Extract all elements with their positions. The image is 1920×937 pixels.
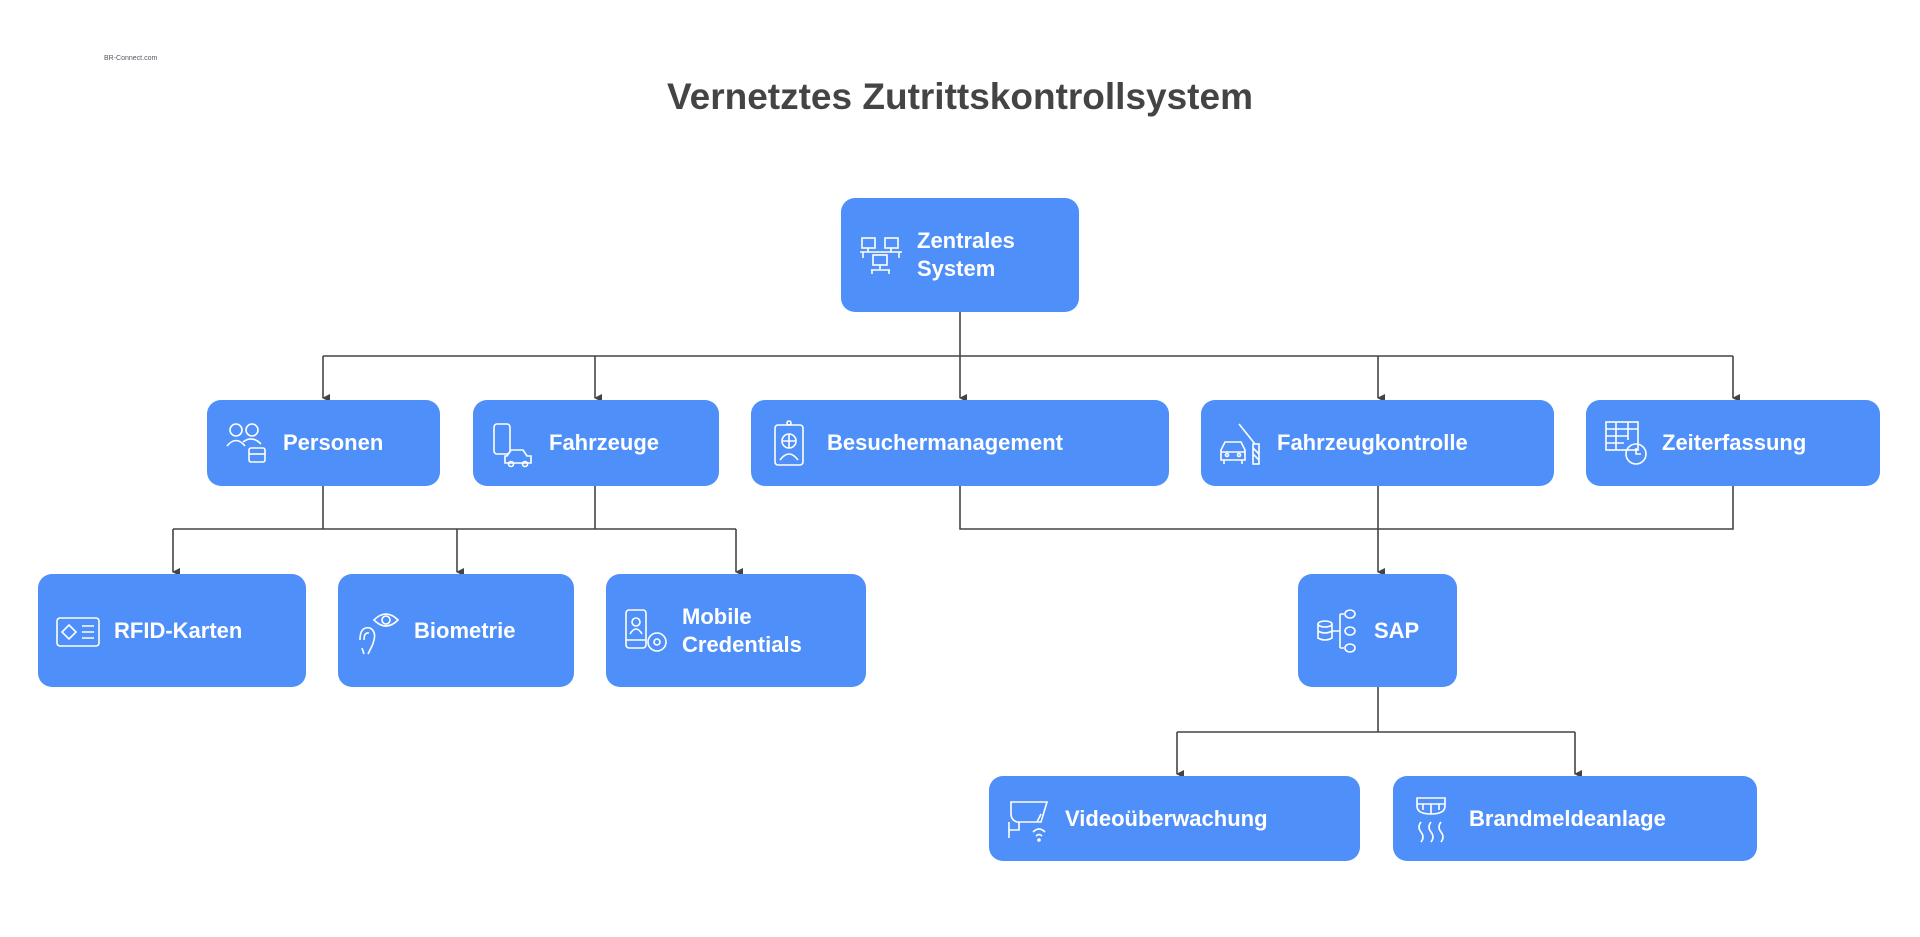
connector-sap-bus: [959, 486, 1734, 530]
phone-car-icon: [491, 418, 535, 468]
node-label: Biometrie: [414, 617, 516, 643]
camera-wifi-icon: [1007, 794, 1051, 844]
node-fahrzeugkontrolle[interactable]: Fahrzeugkontrolle: [1201, 400, 1554, 486]
node-personen[interactable]: Personen: [207, 400, 440, 486]
table-clock-icon: [1604, 418, 1648, 468]
node-label: Zentrales System: [917, 228, 1015, 281]
database-icon: [1316, 606, 1360, 656]
eye-fingerprint-icon: [356, 606, 400, 656]
node-label: RFID-Karten: [114, 617, 243, 643]
connector-zentral-bus: [323, 312, 1733, 357]
node-label: Fahrzeuge: [549, 430, 660, 455]
node-videoueberwachung[interactable]: Videoüberwachung: [989, 776, 1360, 861]
node-label: Mobile Credentials: [682, 603, 802, 657]
rfid-card-icon: [56, 606, 100, 656]
node-mobile-credentials[interactable]: Mobile Credentials: [606, 574, 866, 687]
node-label: Brandmeldeanlage: [1469, 805, 1666, 831]
logo: BR-Connect.com: [104, 55, 158, 62]
node-biometrie[interactable]: Biometrie: [338, 574, 574, 687]
people-card-icon: [225, 418, 269, 468]
node-fahrzeuge[interactable]: Fahrzeuge: [473, 400, 719, 486]
node-label: Besuchermanagement: [827, 430, 1063, 455]
node-brandmeldeanlage[interactable]: Brandmeldeanlage: [1393, 776, 1757, 861]
node-label: Personen: [283, 430, 384, 455]
node-label: Videoüberwachung: [1065, 805, 1268, 831]
node-label: Zeiterfassung: [1662, 430, 1807, 455]
node-zeiterfassung[interactable]: Zeiterfassung: [1586, 400, 1880, 486]
node-zentrales-system[interactable]: Zentrales System: [841, 198, 1079, 312]
connector-credentials-bus: [173, 486, 736, 530]
mobile-credential-icon: [624, 606, 668, 656]
node-rfid-karten[interactable]: RFID-Karten: [38, 574, 306, 687]
node-label: SAP: [1374, 617, 1420, 643]
computer-network-icon: [859, 230, 903, 280]
connector-sap-out: [1177, 687, 1575, 733]
diagram-title: Vernetztes Zutrittskontrollsystem: [667, 76, 1253, 117]
car-barrier-icon: [1219, 418, 1263, 468]
visitor-badge-icon: [769, 418, 813, 468]
node-sap[interactable]: SAP: [1298, 574, 1457, 687]
node-besuchermanagement[interactable]: Besuchermanagement: [751, 400, 1169, 486]
smoke-detector-icon: [1411, 794, 1455, 844]
node-label: Fahrzeugkontrolle: [1277, 430, 1468, 455]
